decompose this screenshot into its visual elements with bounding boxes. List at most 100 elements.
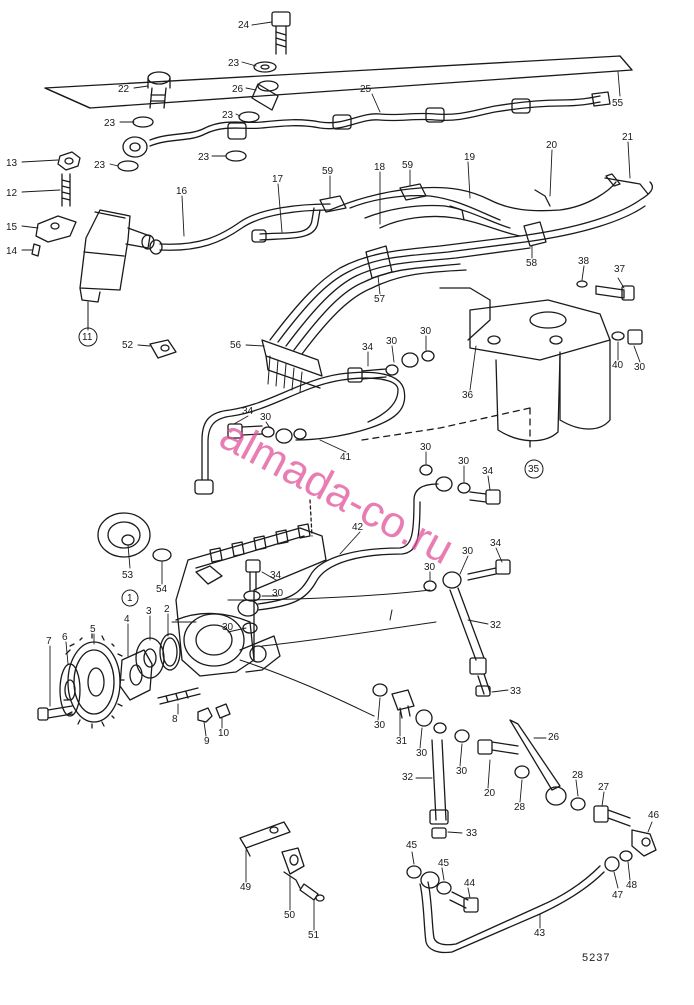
leader-line (549, 149, 553, 197)
callout-57: 57 (374, 294, 386, 305)
callout-circles (78, 327, 544, 607)
bolt-27 (593, 805, 631, 827)
leader-line (181, 195, 185, 237)
washer-30 (242, 622, 258, 634)
bolt-44 (449, 891, 479, 913)
leader-line (227, 627, 247, 633)
pin-14 (31, 243, 41, 257)
callout-12: 12 (6, 188, 18, 199)
callout-43: 43 (534, 928, 546, 939)
timing-gear-5 (63, 633, 125, 729)
injector (79, 209, 155, 303)
leader-line (647, 821, 653, 833)
callout-20: 20 (484, 788, 496, 799)
washer-23 (253, 61, 277, 73)
callout-59: 59 (402, 160, 414, 171)
callout-34: 34 (362, 342, 374, 353)
clamp-15 (35, 215, 77, 243)
leader-line (391, 345, 395, 363)
washer-23 (117, 160, 139, 172)
callout-labels: 24 23 26 23 22 23 23 23 25 55 13 12 15 1… (6, 20, 660, 941)
leader-line (137, 344, 151, 347)
pressure-pipe-bundle (269, 173, 654, 355)
callout-25: 25 (360, 84, 372, 95)
leader-line (601, 791, 605, 807)
washer-30 (261, 426, 275, 438)
leader-line (467, 161, 471, 199)
callout-24: 24 (238, 20, 250, 31)
bracket-49 (239, 821, 291, 857)
fuel-filter-bracket (439, 287, 611, 361)
callout-46: 46 (648, 810, 660, 821)
callout-45: 45 (438, 858, 450, 869)
callout-52: 52 (122, 340, 134, 351)
washer-45 (406, 865, 422, 879)
rod-end-33 (475, 673, 491, 697)
pipe-clamp-58 (523, 221, 547, 247)
leader-line (617, 71, 621, 97)
return-pipe-43 (419, 865, 605, 954)
washer-38 (576, 280, 588, 288)
leader-line (575, 779, 579, 797)
washer-30 (372, 683, 388, 697)
leader-line (277, 183, 283, 233)
head-cover-strip (44, 55, 633, 109)
callout-54: 54 (156, 584, 168, 595)
pipe-clamp-59 (399, 183, 427, 201)
callout-23: 23 (104, 118, 116, 129)
callout-6: 6 (62, 632, 68, 643)
callout-5: 5 (90, 624, 96, 635)
callout-23: 23 (228, 58, 240, 69)
callout-26: 26 (232, 84, 244, 95)
drawing-number: 5237 (582, 952, 610, 964)
washer-30 (421, 350, 435, 362)
leader-line (235, 113, 241, 117)
callout-28: 28 (572, 770, 584, 781)
leader-line (241, 61, 257, 67)
nut-9 (197, 707, 213, 723)
washer-30 (454, 729, 470, 743)
callout-50: 50 (284, 910, 296, 921)
ball-joint-31 (391, 689, 415, 719)
stud-8 (157, 687, 201, 705)
leader-line (613, 871, 619, 889)
callout-14: 14 (6, 246, 18, 257)
leader-line (245, 344, 265, 347)
callout-23: 23 (94, 160, 106, 171)
callout-35: 35 (528, 464, 540, 475)
leak-off-pipe (122, 91, 611, 158)
leader-line (371, 93, 381, 113)
callout-30: 30 (420, 442, 432, 453)
leader-line (459, 743, 463, 767)
callout-28: 28 (514, 802, 526, 813)
leader-line (127, 544, 131, 569)
leader-line (469, 345, 477, 391)
callout-30: 30 (222, 622, 234, 633)
callout-44: 44 (464, 878, 476, 889)
leader-line (265, 421, 271, 429)
callout-36: 36 (462, 390, 474, 401)
callout-30: 30 (424, 562, 436, 573)
elbow-46 (631, 829, 657, 857)
leader-line (245, 87, 257, 91)
leader-line (419, 727, 423, 749)
washer-23 (132, 116, 154, 128)
leader-line (491, 689, 509, 693)
callout-22: 22 (118, 84, 130, 95)
callout-23: 23 (198, 152, 210, 163)
callout-30: 30 (420, 326, 432, 337)
banjo-bolt-upper (271, 11, 291, 55)
rod-end-30 (442, 571, 462, 589)
leader-line (21, 159, 59, 163)
callout-30: 30 (416, 748, 428, 759)
washer-30 (433, 722, 447, 734)
washer-28 (514, 765, 530, 779)
leader-line (65, 641, 69, 665)
hand-primer (97, 512, 151, 558)
bolt-20 (477, 739, 519, 755)
washer-10 (215, 703, 231, 719)
callout-10: 10 (218, 728, 230, 739)
callout-30: 30 (634, 362, 646, 373)
callout-18: 18 (374, 162, 386, 173)
